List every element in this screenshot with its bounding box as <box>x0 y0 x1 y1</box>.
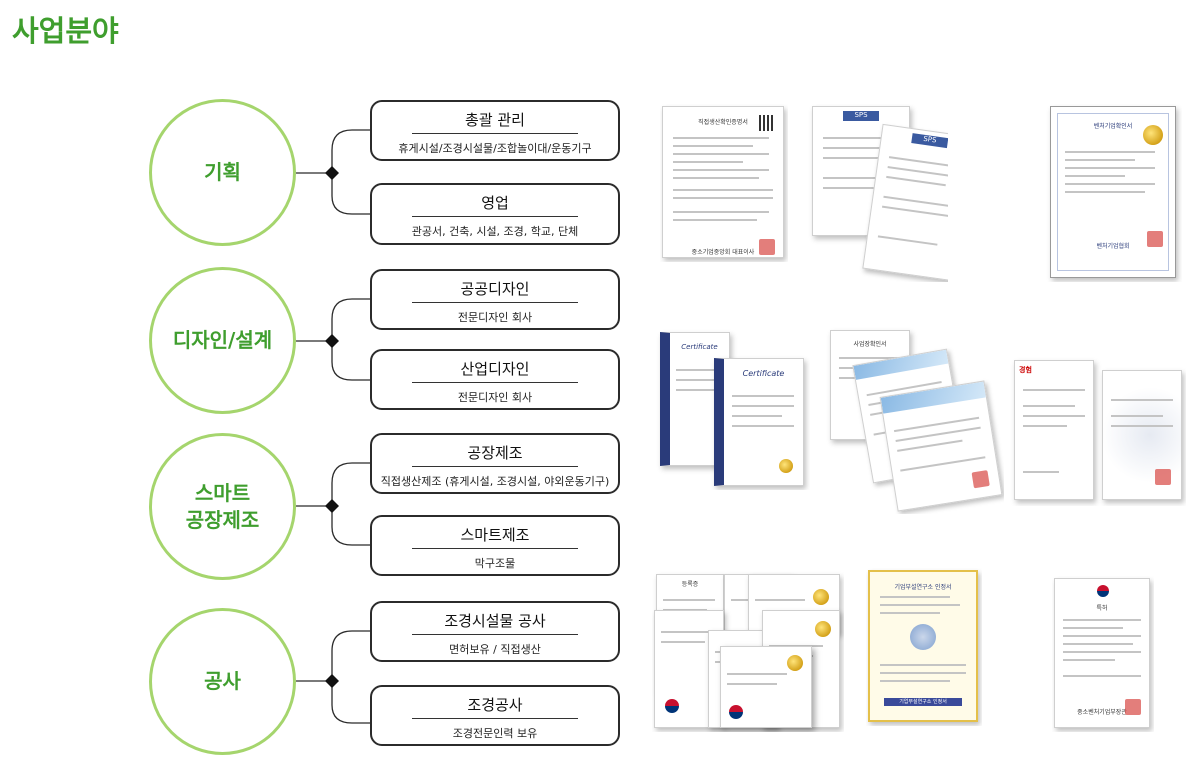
service-title: 산업디자인 <box>460 360 530 378</box>
certificate-registration-stack: 등록증 <box>652 570 844 732</box>
service-title: 공공디자인 <box>460 280 530 298</box>
service-title: 스마트제조 <box>460 526 530 544</box>
page-title: 사업분야 <box>12 14 119 48</box>
service-description: 조경전문인력 보유 <box>452 727 538 740</box>
certificate-patent: 특허 중소벤처기업부장관 <box>1052 576 1154 732</box>
service-title: 조경시설물 공사 <box>444 612 546 630</box>
service-title: 총괄 관리 <box>465 111 525 129</box>
service-box-factory-manufacturing: 공장제조 직접생산제조 (휴게시설, 조경시설, 야외운동기구) <box>370 433 620 494</box>
certificate-venture-company: 벤처기업확인서 벤처기업협회 <box>1046 104 1182 282</box>
category-circle-construction: 공사 <box>149 608 296 755</box>
service-description: 전문디자인 회사 <box>457 311 533 324</box>
diamond-node <box>325 166 339 180</box>
certificate-research-institute: 기업부설연구소 인정서 기업부설연구소 인정서 <box>866 568 982 726</box>
service-box-general-management: 총괄 관리 휴게시설/조경시설물/조합놀이대/운동기구 <box>370 100 620 161</box>
service-box-sales: 영업 관공서, 건축, 시설, 조경, 학교, 단체 <box>370 183 620 245</box>
service-description: 전문디자인 회사 <box>457 391 533 404</box>
service-description: 막구조물 <box>474 557 516 570</box>
service-description: 관공서, 건축, 시설, 조경, 학교, 단체 <box>411 225 579 238</box>
certificate-sps: SPS SPS <box>808 104 948 282</box>
category-label: 공사 <box>204 669 241 693</box>
service-title: 영업 <box>481 194 509 212</box>
service-title: 조경공사 <box>467 696 523 714</box>
diamond-node <box>325 334 339 348</box>
category-label: 디자인/설계 <box>172 328 273 352</box>
service-box-landscape-construction: 조경공사 조경전문인력 보유 <box>370 685 620 746</box>
diamond-node <box>325 499 339 513</box>
service-box-smart-manufacturing: 스마트제조 막구조물 <box>370 515 620 576</box>
service-description: 면허보유 / 직접생산 <box>449 643 541 656</box>
service-description: 휴게시설/조경시설물/조합놀이대/운동기구 <box>398 142 592 155</box>
service-description: 직접생산제조 (휴게시설, 조경시설, 야외운동기구) <box>380 475 610 488</box>
category-circle-design: 디자인/설계 <box>149 267 296 414</box>
certificate-business-stacked: 사업장확인서 <box>822 326 1004 514</box>
diamond-node <box>325 674 339 688</box>
service-box-industrial-design: 산업디자인 전문디자인 회사 <box>370 349 620 410</box>
certificate-direct-production: 직접생산확인증명서 중소기업중앙회 대표이사 <box>660 104 788 262</box>
service-title: 공장제조 <box>467 444 523 462</box>
certificate-iso-registration: Certificate Certificate <box>654 328 810 490</box>
service-box-public-design: 공공디자인 전문디자인 회사 <box>370 269 620 330</box>
certificate-experience: 경험 <box>1010 356 1186 506</box>
category-circle-planning: 기획 <box>149 99 296 246</box>
service-box-landscape-facility-construction: 조경시설물 공사 면허보유 / 직접생산 <box>370 601 620 662</box>
category-label: 기획 <box>204 160 241 184</box>
